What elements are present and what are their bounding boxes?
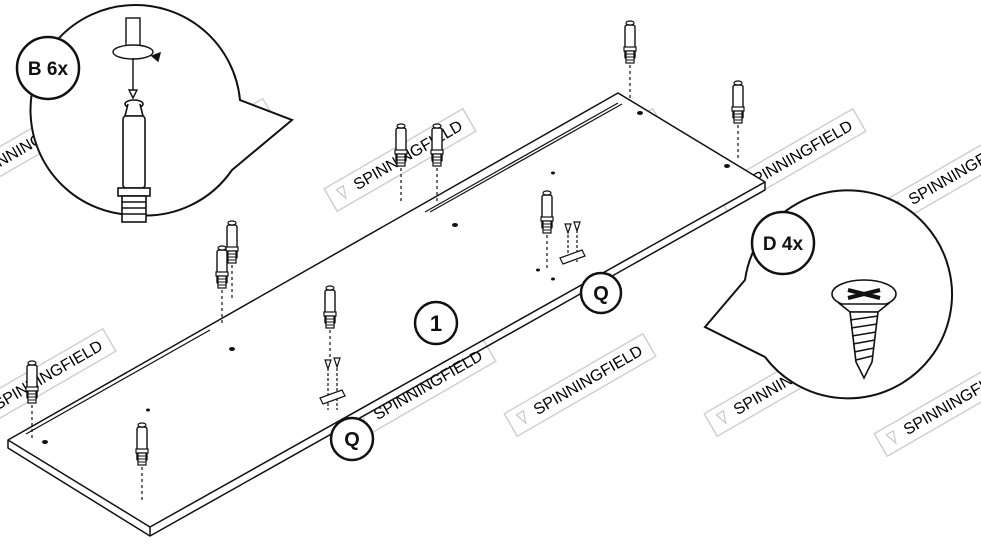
cam-bolt bbox=[225, 220, 239, 300]
callout-d-label: D 4x bbox=[763, 234, 804, 255]
panel-holes bbox=[42, 111, 730, 444]
callout-d: D 4x bbox=[703, 189, 953, 400]
q-badge-label: Q bbox=[593, 283, 609, 305]
q-badge-left: Q bbox=[329, 416, 375, 462]
screw-icon bbox=[831, 279, 897, 380]
screwdriver-icon bbox=[112, 17, 162, 100]
callout-b-label: B 6x bbox=[28, 59, 69, 80]
step-number-badge: 1 bbox=[413, 300, 459, 346]
watermark-text: SPINNINGFIELD bbox=[351, 118, 466, 194]
callout-b: B 6x bbox=[15, 4, 294, 223]
q-connector-left bbox=[319, 357, 346, 410]
q-connector-right bbox=[559, 221, 586, 265]
step-number: 1 bbox=[430, 311, 442, 336]
cam-bolt bbox=[623, 20, 637, 100]
watermark-text: SPINNINGFIELD bbox=[531, 343, 646, 419]
q-badge-label: Q bbox=[344, 429, 360, 451]
q-badge-right: Q bbox=[579, 271, 623, 315]
cam-bolt bbox=[731, 80, 745, 160]
cam-bolt bbox=[215, 245, 229, 325]
cam-bolt-icon bbox=[117, 99, 151, 223]
cam-bolt bbox=[394, 123, 408, 203]
panel bbox=[7, 92, 766, 537]
cam-bolt bbox=[430, 123, 444, 203]
